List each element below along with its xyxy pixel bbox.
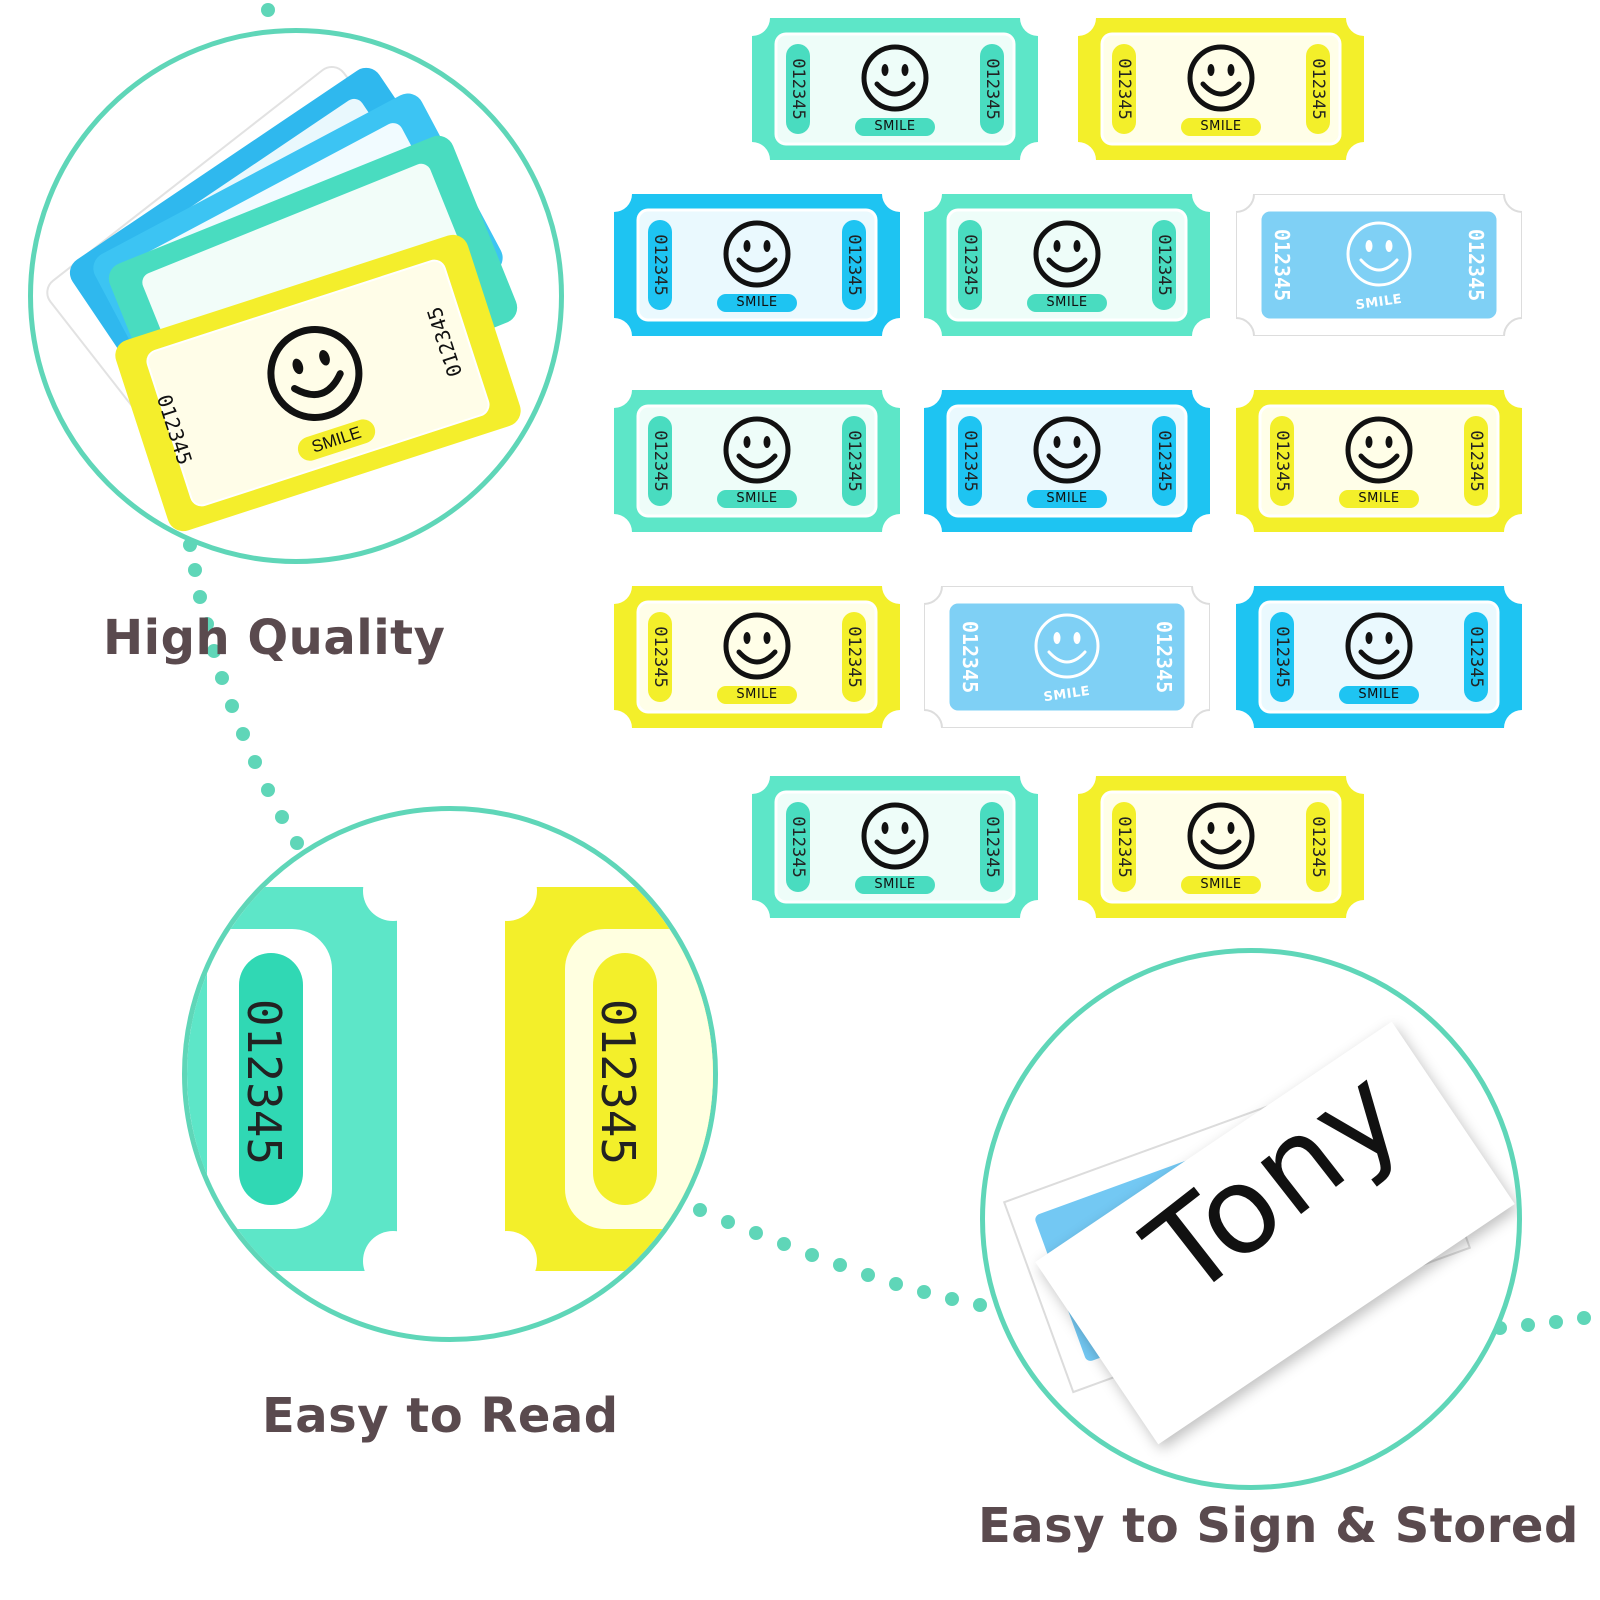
ticket-number-left: 012345 [650, 430, 670, 492]
ticket-number-left: 012345 [788, 58, 808, 120]
ticket-smile-label: SMILE [717, 490, 797, 508]
zoom-number-yellow: 012345 [591, 998, 646, 1166]
caption-easy-to-sign: Easy to Sign & Stored [978, 1498, 1579, 1554]
ticket-shape [1236, 194, 1522, 336]
fanned-ticket-yellow: SMILE 012345 012345 [111, 230, 525, 536]
smiley-face-icon [1033, 416, 1101, 484]
ticket-number-left: 012345 [960, 430, 980, 492]
zoom-notch-yellow [477, 861, 537, 921]
ticket-number-left: 012345 [1272, 626, 1292, 688]
ticket-smile-label: SMILE [1181, 118, 1261, 136]
ticket-number-right: 012345 [1154, 430, 1174, 492]
ticket-shape [1236, 390, 1522, 532]
ticket-number-right: 012345 [982, 58, 1002, 120]
ticket-number-right: 012345 [1466, 430, 1486, 492]
high-quality-circle: SMILE 012345 012345 [28, 28, 564, 564]
ticket-number-right: 012345 [982, 816, 1002, 878]
zoom-number-teal: 012345 [237, 998, 292, 1166]
ticket-number-right: 012345 [1152, 620, 1176, 694]
smiley-face-icon [723, 220, 791, 288]
ticket-shape [1078, 18, 1364, 160]
smiley-face-icon [723, 416, 791, 484]
ticket-smile-label: SMILE [1027, 490, 1107, 508]
ticket-smile-label: SMILE [855, 118, 935, 136]
ticket-number-right: 012345 [1464, 228, 1488, 302]
ticket-shape [614, 390, 900, 532]
ticket-shape [924, 194, 1210, 336]
smiley-face-icon [861, 44, 929, 112]
ticket-number-left: 012345 [1114, 58, 1134, 120]
ticket-smile-label: SMILE [1181, 876, 1261, 894]
ticket-number-right: 012345 [844, 234, 864, 296]
smiley-face-icon [723, 612, 791, 680]
ticket-smile-label: SMILE [717, 686, 797, 704]
zoom-notch-teal-bottom [363, 1231, 423, 1291]
ticket-number-left: 012345 [1114, 816, 1134, 878]
ticket-number-right: 012345 [1308, 58, 1328, 120]
ticket-number-left: 012345 [958, 620, 982, 694]
ticket-number-left: 012345 [1270, 228, 1294, 302]
smiley-face-icon [861, 802, 929, 870]
ticket-smile-label: SMILE [1339, 490, 1419, 508]
ticket-smile-label: SMILE [1027, 294, 1107, 312]
easy-to-sign-circle: Tony [980, 948, 1522, 1490]
ticket-shape [924, 390, 1210, 532]
ticket-number-right: 012345 [1154, 234, 1174, 296]
ticket-shape [752, 776, 1038, 918]
ticket-number-right: 012345 [844, 430, 864, 492]
zoom-teal-panel: 012345 [187, 887, 397, 1271]
ticket-smile-label: SMILE [717, 294, 797, 312]
ticket-shape [1078, 776, 1364, 918]
ticket-number-right: 012345 [844, 626, 864, 688]
ticket-number-left: 012345 [788, 816, 808, 878]
ticket-number-left: 012345 [650, 626, 670, 688]
ticket-number-right: 012345 [1308, 816, 1328, 878]
ticket-shape [614, 586, 900, 728]
caption-easy-to-read: Easy to Read [262, 1388, 619, 1444]
easy-to-read-circle: 012345 012345 [182, 806, 718, 1342]
smiley-face-icon [1187, 802, 1255, 870]
zoom-notch-teal [363, 861, 423, 921]
ticket-number-left: 012345 [650, 234, 670, 296]
smiley-face-icon [1346, 221, 1412, 287]
smiley-face-icon [1345, 612, 1413, 680]
ticket-shape [614, 194, 900, 336]
ticket-number-left: 012345 [960, 234, 980, 296]
ticket-shape [752, 18, 1038, 160]
ticket-shape [1236, 586, 1522, 728]
smiley-face-icon [1187, 44, 1255, 112]
zoom-yellow-panel: 012345 [505, 887, 713, 1271]
smiley-face-icon [1034, 613, 1100, 679]
ticket-smile-label: SMILE [855, 876, 935, 894]
ticket-smile-label: SMILE [1339, 686, 1419, 704]
smiley-face-icon [1033, 220, 1101, 288]
smiley-face-icon [267, 325, 363, 421]
zoom-notch-yellow-bottom [477, 1231, 537, 1291]
ticket-shape [924, 586, 1210, 728]
ticket-number-left: 012345 [1272, 430, 1292, 492]
caption-high-quality: High Quality [103, 610, 446, 666]
ticket-number-right: 012345 [1466, 626, 1486, 688]
smiley-face-icon [1345, 416, 1413, 484]
